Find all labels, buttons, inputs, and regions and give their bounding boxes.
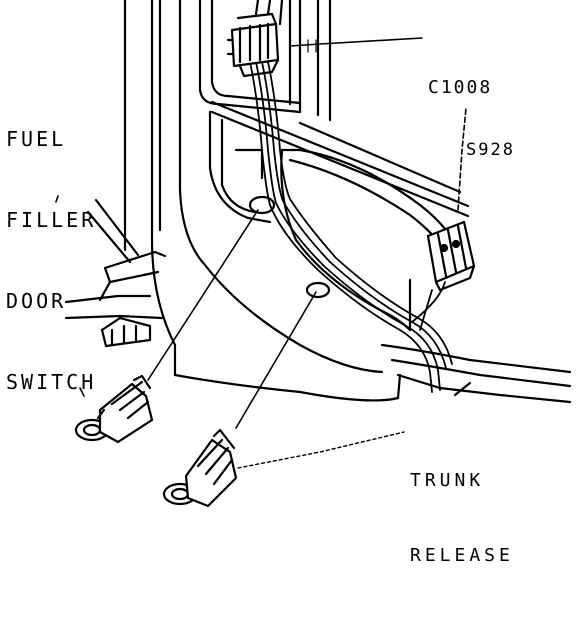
- c1008-leader: [289, 37, 423, 47]
- floor-bracket: [64, 198, 572, 404]
- trunk-release-label: TRUNK RELEASE: [410, 418, 514, 618]
- wiring-harness: [249, 61, 453, 393]
- fuel-label-line-3: DOOR: [6, 289, 67, 313]
- trunk-label-line-2: RELEASE: [410, 545, 514, 566]
- trunk-label-line-1: TRUNK: [410, 470, 485, 491]
- mounting-holes: [248, 195, 331, 299]
- fuel-filler-door-switch-label: FUEL FILLER DOOR SWITCH: [6, 72, 96, 450]
- trunk-switch-leader-line: [235, 291, 317, 429]
- s928-leader: [457, 107, 467, 211]
- wiring-diagram: C1008 S928 FUEL FILLER DOOR SWITCH TRUNK…: [6, 0, 572, 566]
- trunk-release-leader: [237, 431, 405, 469]
- splice-s928: [426, 220, 476, 292]
- fuel-filler-door-switch: [74, 374, 154, 444]
- fuel-label-line-1: FUEL: [6, 127, 67, 151]
- fuel-label-line-4: SWITCH: [6, 370, 97, 394]
- diagram-drawing: [55, 0, 572, 508]
- s928-text: S928: [466, 140, 515, 160]
- trunk-release-switch: [162, 428, 238, 508]
- fuel-switch-callout: [55, 195, 85, 397]
- s928-label: S928: [466, 83, 515, 218]
- inner-panel: [208, 110, 464, 332]
- rails: [210, 100, 470, 218]
- fuel-switch-leader-line: [147, 209, 259, 381]
- connector-c1008: [226, 0, 284, 78]
- c1008-label: C1008: [428, 20, 492, 155]
- c1008-text: C1008: [428, 77, 493, 98]
- fuel-label-line-2: FILLER: [6, 208, 97, 232]
